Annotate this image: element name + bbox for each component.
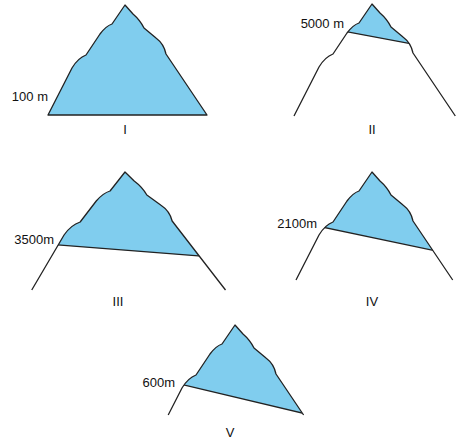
altitude-label: 5000 m xyxy=(301,16,344,32)
altitude-label: 2100m xyxy=(277,216,317,232)
mountain-outline xyxy=(168,325,303,415)
ice-base-line xyxy=(222,8,457,64)
ice-cap xyxy=(48,5,207,115)
panel-numeral: III xyxy=(113,294,124,310)
ice-cap xyxy=(222,152,457,269)
ice-base-line xyxy=(85,362,385,433)
panel-numeral: V xyxy=(226,425,235,441)
ice-cap xyxy=(0,152,298,264)
altitude-label: 3500m xyxy=(14,232,54,248)
panel-numeral: II xyxy=(368,122,375,138)
panel-numeral: I xyxy=(123,122,127,138)
mountain-panel xyxy=(222,0,457,116)
altitude-label: 600m xyxy=(142,375,175,391)
mountain-panel xyxy=(0,152,298,290)
mountain-outline xyxy=(32,172,226,290)
panel-numeral: IV xyxy=(366,294,378,310)
mountain-panel xyxy=(222,152,457,280)
mountain-panel xyxy=(85,305,385,433)
ice-base-line xyxy=(222,206,457,269)
mountain-outline xyxy=(296,172,453,280)
mountain-panel xyxy=(48,5,207,115)
ice-cap xyxy=(222,0,457,65)
ice-cap xyxy=(85,305,385,433)
altitude-label: 100 m xyxy=(12,89,48,105)
mountain-outline xyxy=(294,4,455,116)
